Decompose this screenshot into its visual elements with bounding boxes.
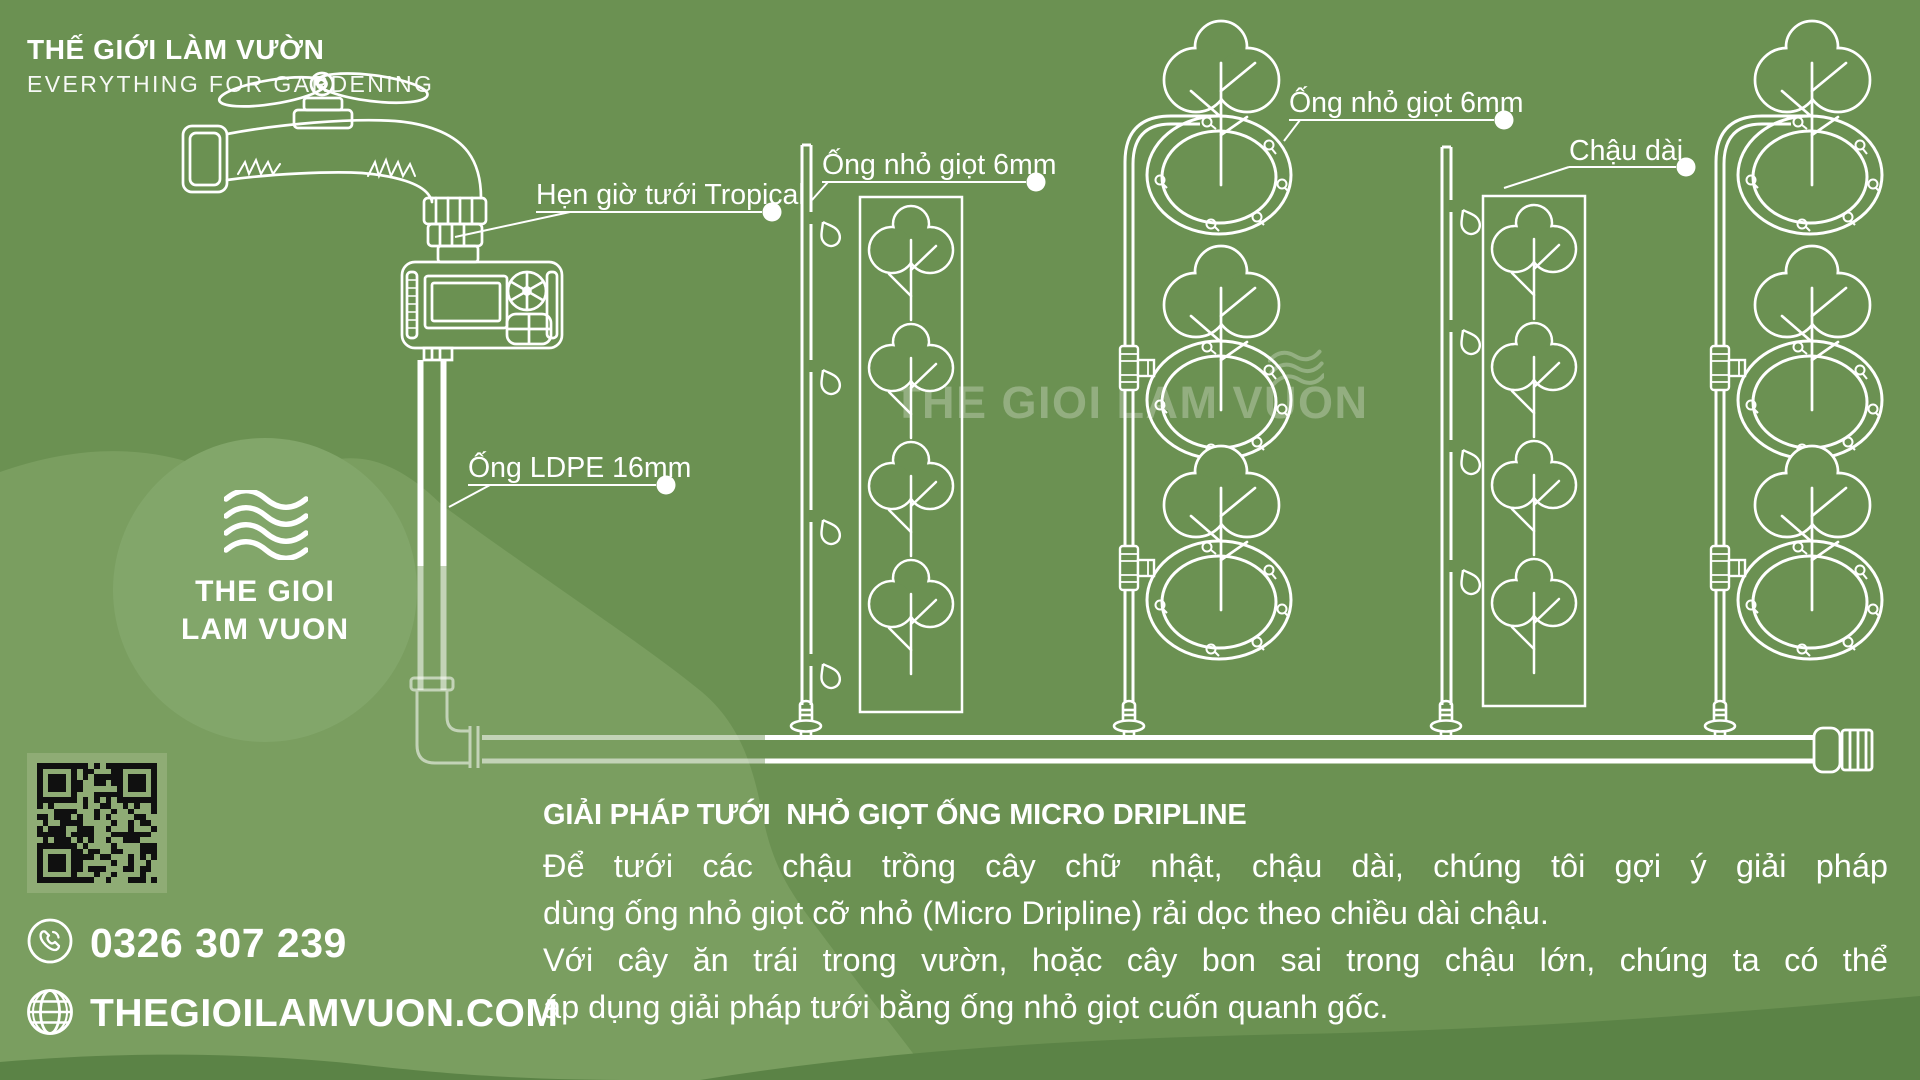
faucet-hatching-right bbox=[367, 157, 416, 179]
logo-badge-circle bbox=[113, 438, 417, 742]
label-ldpe-text: Ống LDPE 16mm bbox=[468, 451, 691, 484]
body-line-3: Với cây ăn trái trong vườn, hoặc cây bon… bbox=[543, 942, 1888, 978]
phone-number: 0326 307 239 bbox=[90, 920, 347, 966]
label-timer-dot bbox=[762, 202, 782, 222]
long-pot-right bbox=[1481, 194, 1587, 708]
long-pot-left bbox=[858, 195, 964, 714]
waves-icon bbox=[224, 490, 308, 560]
label-long-pot-text: Chậu dài bbox=[1569, 135, 1683, 167]
body-line-1: Để tưới các chậu trồng cây chữ nhật, chậ… bbox=[543, 848, 1888, 884]
timer-left-grip bbox=[405, 270, 419, 340]
bottom-dark-wave-right bbox=[700, 996, 1920, 1080]
faucet-spout-top bbox=[225, 118, 483, 200]
label-long-pot: Chậu dài bbox=[1503, 135, 1696, 189]
faucet-handle bbox=[217, 71, 429, 130]
label-dripline-right-dot bbox=[1494, 110, 1514, 130]
brand-tagline: EVERYTHING FOR GARDENING bbox=[27, 71, 435, 97]
faucet-flange bbox=[181, 124, 229, 194]
logo-badge-text-1: THE GIOI bbox=[195, 575, 335, 608]
timer-bottom-stub bbox=[422, 346, 454, 362]
tree-column-right bbox=[1703, 19, 1884, 738]
label-dripline-left-text: Ống nhỏ giọt 6mm bbox=[822, 148, 1056, 181]
faucet-hatching-left bbox=[237, 157, 281, 177]
timer-dial bbox=[506, 270, 548, 312]
main-pipe bbox=[482, 735, 1848, 764]
dripline-left bbox=[800, 143, 813, 705]
body-line-4: áp dụng giải pháp tưới bằng ống nhỏ giọt… bbox=[543, 989, 1389, 1025]
faucet-drawing bbox=[181, 71, 488, 264]
timer-screen bbox=[423, 274, 509, 330]
bottom-dark-wave-left bbox=[0, 1054, 640, 1080]
timer-right-grip bbox=[545, 270, 559, 340]
label-dripline-right: Ống nhỏ giọt 6mm bbox=[1283, 86, 1523, 142]
label-dripline-left: Ống nhỏ giọt 6mm bbox=[811, 148, 1056, 201]
elbow-fitting bbox=[409, 676, 480, 768]
globe-icon bbox=[27, 989, 73, 1035]
label-ldpe: Ống LDPE 16mm bbox=[448, 451, 691, 508]
faucet-spout-bottom bbox=[225, 171, 434, 204]
timer-buttons bbox=[505, 312, 553, 346]
label-timer: Hẹn giờ tưới Tropical bbox=[454, 179, 805, 238]
dripline-right bbox=[1440, 145, 1453, 705]
label-timer-text: Hẹn giờ tưới Tropical bbox=[536, 179, 805, 211]
content-body: Để tưới các chậu trồng cây chữ nhật, chậ… bbox=[543, 843, 1888, 1031]
website-url: THEGIOILAMVUON.COM bbox=[90, 992, 559, 1035]
body-line-2: dùng ống nhỏ giọt cỡ nhỏ (Micro Dripline… bbox=[543, 895, 1549, 931]
label-dripline-right-text: Ống nhỏ giọt 6mm bbox=[1289, 86, 1523, 119]
faucet-outlet-threads bbox=[422, 196, 488, 264]
label-ldpe-dot bbox=[656, 475, 676, 495]
content-title: GIẢI PHÁP TƯỚI NHỎ GIỌT ỐNG MICRO DRIPLI… bbox=[543, 799, 1247, 831]
main-pipe-end-cap bbox=[1812, 726, 1874, 774]
brand-name: THẾ GIỚI LÀM VƯỜN bbox=[27, 34, 325, 65]
logo-badge-text-2: LAM VUON bbox=[181, 613, 349, 646]
ldpe-pipe bbox=[417, 360, 447, 690]
phone-icon bbox=[27, 918, 73, 964]
irrigation-timer bbox=[400, 260, 564, 362]
label-dripline-left-dot bbox=[1026, 172, 1046, 192]
qr-code bbox=[37, 763, 157, 883]
tree-column-left bbox=[1112, 19, 1293, 738]
label-long-pot-dot bbox=[1676, 157, 1696, 177]
